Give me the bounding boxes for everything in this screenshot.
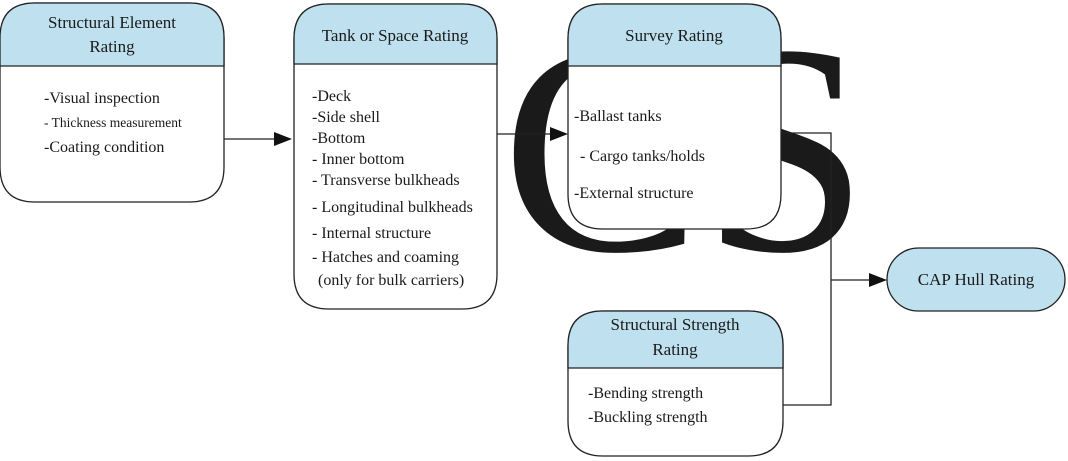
survey-item: - Cargo tanks/holds bbox=[580, 148, 705, 165]
arrowhead-icon bbox=[869, 273, 887, 287]
tank-space-item: - Transverse bulkheads bbox=[312, 172, 460, 189]
structural-strength-title-line2: Rating bbox=[652, 340, 698, 359]
structural-strength-rating-box: Structural Strength Rating -Bending stre… bbox=[567, 310, 784, 457]
connectors bbox=[224, 127, 887, 406]
survey-item: -External structure bbox=[574, 185, 694, 202]
tank-space-item: -Bottom bbox=[312, 130, 366, 147]
structural-element-rating-box: Structural Element Rating -Visual inspec… bbox=[0, 2, 225, 203]
tank-space-item: - Inner bottom bbox=[312, 151, 405, 168]
survey-item: -Ballast tanks bbox=[574, 108, 662, 125]
cap-hull-rating-box: CAP Hull Rating bbox=[886, 247, 1066, 312]
structural-element-item: -Visual inspection bbox=[44, 90, 160, 107]
structural-strength-item: -Bending strength bbox=[588, 385, 703, 402]
structural-element-title-line2: Rating bbox=[89, 37, 135, 56]
tank-space-title: Tank or Space Rating bbox=[322, 26, 469, 45]
tank-space-item: - Hatches and coaming bbox=[312, 249, 459, 266]
tank-space-rating-box: Tank or Space Rating -Deck -Side shell -… bbox=[293, 3, 498, 310]
survey-rating-box: Survey Rating -Ballast tanks - Cargo tan… bbox=[567, 3, 782, 230]
structural-element-item: - Thickness measurement bbox=[44, 115, 182, 130]
tank-space-item: - Longitudinal bulkheads bbox=[312, 199, 473, 216]
cap-hull-title: CAP Hull Rating bbox=[918, 270, 1035, 289]
structural-element-title-line1: Structural Element bbox=[48, 13, 176, 32]
survey-title: Survey Rating bbox=[625, 26, 723, 45]
structural-element-item: -Coating condition bbox=[44, 139, 164, 156]
tank-space-item: -Deck bbox=[312, 88, 351, 105]
merge-bracket-line bbox=[781, 132, 832, 406]
tank-space-item: - Internal structure bbox=[312, 225, 431, 242]
tank-space-item: (only for bulk carriers) bbox=[318, 272, 464, 289]
arrowhead-icon bbox=[274, 132, 292, 146]
tank-space-item: -Side shell bbox=[312, 109, 381, 126]
arrowhead-icon bbox=[550, 127, 568, 141]
structural-strength-title-line1: Structural Strength bbox=[611, 315, 740, 334]
structural-strength-item: -Buckling strength bbox=[588, 409, 708, 426]
